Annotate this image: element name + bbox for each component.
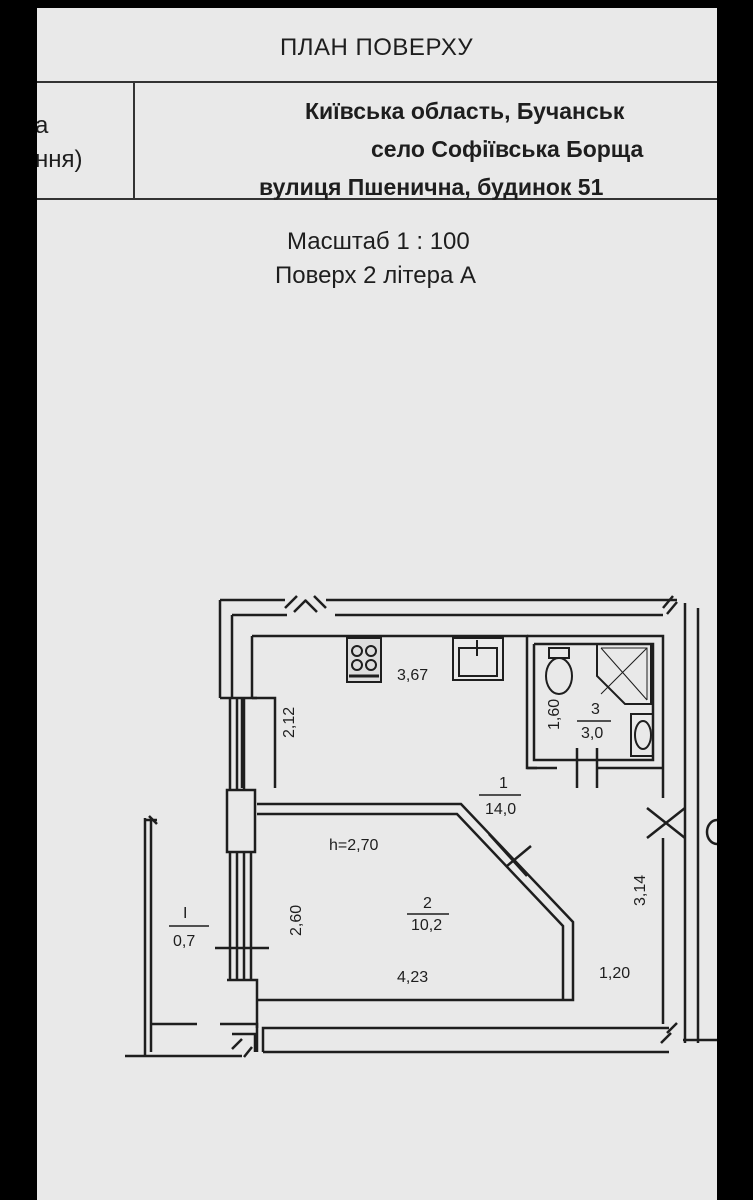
bath-area: 3,0 <box>581 725 603 742</box>
room-2-depth-label: 2,60 <box>288 905 305 936</box>
left-cell-text-1: а <box>37 112 49 139</box>
toilet-icon <box>545 647 573 695</box>
address-line-1: Київська область, Бучанськ <box>305 98 625 124</box>
left-wall-pier <box>225 788 257 854</box>
kitchen-width-label: 3,67 <box>397 667 428 684</box>
balcony-number: I <box>183 905 187 922</box>
label-fraction-lines <box>169 720 611 927</box>
top-wall-door-marks <box>231 595 678 1058</box>
bath-depth-label: 1,60 <box>546 699 563 730</box>
outer-walls <box>125 598 717 1058</box>
header-column-divider <box>133 81 135 200</box>
address-line-2: село Софіївська Борща <box>371 136 644 162</box>
room-1-area: 14,0 <box>485 801 516 818</box>
address-line-3: вулиця Пшенична, будинок 51 <box>259 174 604 200</box>
room-2-width-label: 4,23 <box>397 969 428 986</box>
header-rule-bottom <box>37 198 717 200</box>
left-cell-text-2: ння) <box>37 146 83 173</box>
corridor-walls <box>646 768 686 1024</box>
kitchen-depth-label: 2,12 <box>281 707 298 738</box>
scale-label: Масштаб 1 : 100 <box>287 228 470 255</box>
left-window-upper <box>228 698 246 790</box>
neighbour-fragment <box>705 818 717 846</box>
washbasin-icon <box>630 713 654 757</box>
corridor-depth-label: 3,14 <box>632 875 649 906</box>
floor-plan-drawing: 3,67 2,12 1 14,0 1,60 3 3,0 h=2,70 2 10,… <box>125 595 717 1058</box>
balcony-outline <box>143 815 197 1056</box>
corridor-width-label: 1,20 <box>599 965 630 982</box>
bath-number: 3 <box>591 701 600 718</box>
stove-icon <box>346 637 382 683</box>
left-window-lower <box>215 852 269 1028</box>
floor-plan-sheet: ПЛАН ПОВЕРХУ а ння) Київська область, Бу… <box>37 8 717 1200</box>
room-1-number: 1 <box>499 775 508 792</box>
balcony-area: 0,7 <box>173 933 195 950</box>
room-2-number: 2 <box>423 895 432 912</box>
ceiling-height-label: h=2,70 <box>329 837 378 854</box>
room-2-walls <box>257 802 575 1002</box>
shower-icon <box>596 643 652 705</box>
room-2-area: 10,2 <box>411 917 442 934</box>
kitchen-sink-icon <box>452 637 504 681</box>
header-rule-top <box>37 81 717 83</box>
document-title: ПЛАН ПОВЕРХУ <box>280 34 474 61</box>
floor-label: Поверх 2 літера А <box>275 262 476 289</box>
